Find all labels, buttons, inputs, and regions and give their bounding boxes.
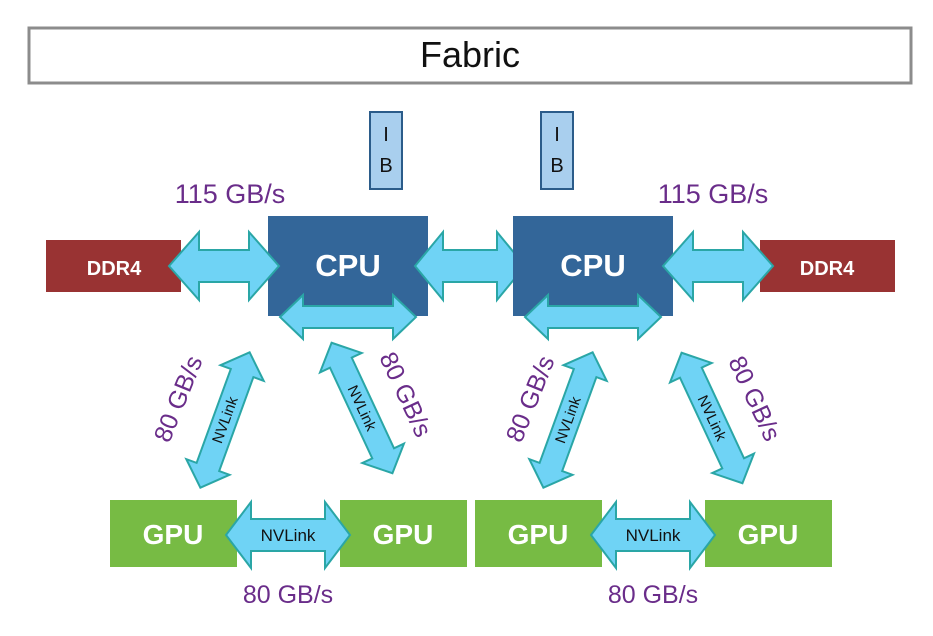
cpu-interconnect-arrow	[413, 229, 527, 303]
gpu-label: GPU	[738, 519, 799, 550]
ddr4-box-left	[46, 240, 181, 292]
ddr-cpu-arrow-right	[661, 229, 775, 303]
gpu-link-bandwidth: 80 GB/s	[608, 581, 698, 609]
gpu-link-bandwidth: 80 GB/s	[243, 581, 333, 609]
nvlink-arrow-right-2: NVLink	[668, 351, 756, 485]
ddr4-box-right	[760, 240, 895, 292]
cpu-box-right	[513, 216, 673, 316]
nvlink-label: NVLink	[261, 526, 316, 545]
cpu-internal-arrow-right	[523, 292, 663, 342]
ddr4-label: DDR4	[87, 258, 142, 280]
gpu-gpu-arrow-right: NVLink	[589, 499, 717, 571]
ib-letter-1: I	[554, 124, 560, 146]
gpu-box	[475, 500, 602, 567]
gpu-label: GPU	[143, 519, 204, 550]
ib-box-right	[540, 111, 574, 190]
ib-letter-2: B	[379, 155, 392, 177]
cpu-box-left	[268, 216, 428, 316]
fabric-box	[27, 26, 913, 85]
ddr4-label: DDR4	[800, 258, 855, 280]
nvlink-label: NVLink	[626, 526, 681, 545]
ib-letter-2: B	[550, 155, 563, 177]
gpu-label: GPU	[508, 519, 569, 550]
ddr-bandwidth-label: 115 GB/s	[658, 179, 769, 209]
fabric-label: Fabric	[420, 34, 520, 75]
gpu-label: GPU	[373, 519, 434, 550]
cpu-label: CPU	[315, 248, 380, 283]
gpu-box	[340, 500, 467, 567]
ib-box-left	[369, 111, 403, 190]
ddr-cpu-arrow-left	[167, 229, 281, 303]
cpu-label: CPU	[560, 248, 625, 283]
ddr-bandwidth-label: 115 GB/s	[175, 179, 286, 209]
gpu-box	[705, 500, 832, 567]
gpu-box	[110, 500, 237, 567]
cpu-internal-arrow-left	[278, 292, 418, 342]
ib-letter-1: I	[383, 124, 389, 146]
gpu-gpu-arrow-left: NVLink	[224, 499, 352, 571]
nvlink-bandwidth-label: 80 GB/s	[149, 352, 209, 446]
